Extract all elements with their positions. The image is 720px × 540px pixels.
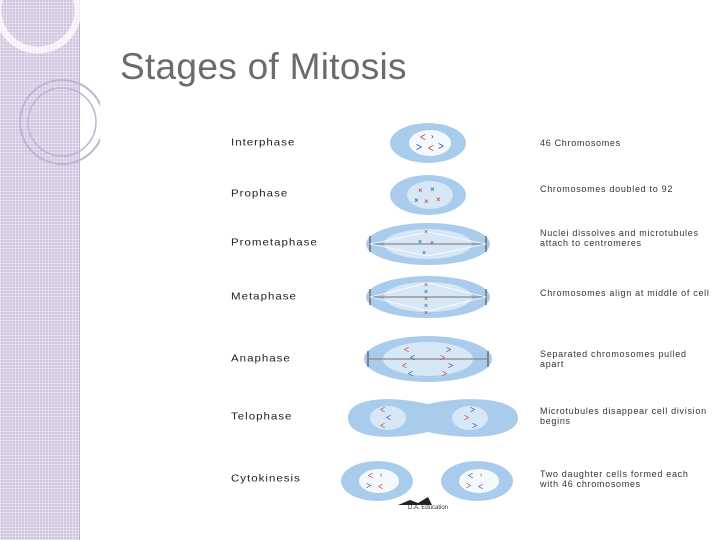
svg-text:ᐸ: ᐸ	[478, 484, 483, 491]
svg-text:×: ×	[424, 282, 428, 289]
svg-text:ᐳ: ᐳ	[446, 347, 451, 354]
svg-text:›: ›	[431, 132, 434, 141]
svg-text:ᐸ: ᐸ	[410, 355, 415, 362]
stage-desc-prometaphase: Nuclei dissolves and microtubules attach…	[540, 228, 699, 248]
svg-text:×: ×	[424, 197, 429, 206]
stage-label-prophase: Prophase	[231, 188, 289, 200]
svg-text:×: ×	[424, 296, 428, 303]
svg-text:ᐳ: ᐳ	[466, 483, 471, 490]
svg-text:×: ×	[418, 186, 423, 195]
stage-desc-prophase: Chromosomes doubled to 92	[540, 184, 674, 194]
stage-desc-anaphase: Separated chromosomes pulled apart	[540, 349, 687, 369]
cell-prometaphase: × × × ×	[366, 223, 490, 265]
svg-text:×: ×	[430, 240, 434, 247]
cell-metaphase: × × × × ×	[366, 276, 490, 318]
svg-text:ᐸ: ᐸ	[380, 423, 385, 430]
decorative-circles	[0, 0, 100, 165]
svg-text:›: ›	[380, 472, 383, 479]
svg-text:×: ×	[418, 239, 422, 246]
side-decorative-band	[0, 0, 80, 540]
svg-text:ᐸ: ᐸ	[368, 473, 373, 480]
svg-text:ᐸ: ᐸ	[420, 133, 426, 142]
svg-text:ᐳ: ᐳ	[472, 423, 477, 430]
credit-logo	[398, 497, 432, 505]
cell-interphase: ᐸ › ᐳ ᐸ ᐳ	[390, 123, 466, 163]
svg-text:ᐳ: ᐳ	[470, 407, 475, 414]
svg-text:ᐸ: ᐸ	[378, 484, 383, 491]
svg-text:ᐸ: ᐸ	[380, 407, 385, 414]
svg-text:ᐳ: ᐳ	[438, 142, 444, 151]
stage-label-telophase: Telophase	[231, 411, 293, 423]
stage-desc-cytokinesis: Two daughter cells formed each with 46 c…	[540, 469, 689, 489]
svg-text:×: ×	[414, 196, 419, 205]
stage-label-prometaphase: Prometaphase	[231, 237, 318, 249]
svg-text:×: ×	[424, 229, 428, 236]
svg-text:ᐳ: ᐳ	[416, 143, 422, 152]
cell-anaphase: ᐸ ᐸ ᐸ ᐸ ᐳ ᐳ ᐳ ᐳ	[364, 336, 492, 382]
svg-text:ᐳ: ᐳ	[448, 363, 453, 370]
svg-text:ᐸ: ᐸ	[386, 415, 391, 422]
stage-label-cytokinesis: Cytokinesis	[231, 473, 301, 485]
stage-label-metaphase: Metaphase	[231, 291, 297, 303]
svg-text:ᐸ: ᐸ	[428, 144, 434, 153]
cell-prophase: × × × × ×	[390, 175, 466, 215]
credit-text: D.A. Education	[408, 505, 449, 511]
stage-desc-telophase: Microtubules disappear cell division beg…	[540, 406, 707, 426]
cell-telophase: ᐸ ᐸ ᐸ ᐳ ᐳ ᐳ	[348, 399, 518, 437]
svg-text:×: ×	[436, 195, 441, 204]
svg-text:ᐳ: ᐳ	[442, 371, 447, 378]
svg-text:›: ›	[480, 472, 483, 479]
svg-text:×: ×	[424, 310, 428, 317]
svg-text:ᐳ: ᐳ	[366, 483, 371, 490]
stage-desc-metaphase: Chromosomes align at middle of cell	[540, 288, 710, 298]
stage-desc-interphase: 46 Chromosomes	[540, 138, 621, 148]
svg-text:ᐸ: ᐸ	[408, 371, 413, 378]
svg-text:ᐸ: ᐸ	[404, 347, 409, 354]
svg-text:ᐸ: ᐸ	[468, 473, 473, 480]
svg-text:ᐳ: ᐳ	[440, 355, 445, 362]
cell-cytokinesis-left: ᐸ › ᐳ ᐸ	[341, 461, 413, 501]
svg-text:ᐸ: ᐸ	[402, 363, 407, 370]
svg-text:ᐳ: ᐳ	[464, 415, 469, 422]
svg-text:×: ×	[424, 303, 428, 310]
slide-title: Stages of Mitosis	[120, 46, 407, 87]
svg-text:×: ×	[424, 289, 428, 296]
stage-label-anaphase: Anaphase	[231, 353, 291, 365]
svg-text:×: ×	[430, 185, 435, 194]
cell-cytokinesis-right: ᐸ › ᐳ ᐸ	[441, 461, 513, 501]
stage-label-interphase: Interphase	[231, 137, 296, 149]
svg-text:×: ×	[422, 250, 426, 257]
